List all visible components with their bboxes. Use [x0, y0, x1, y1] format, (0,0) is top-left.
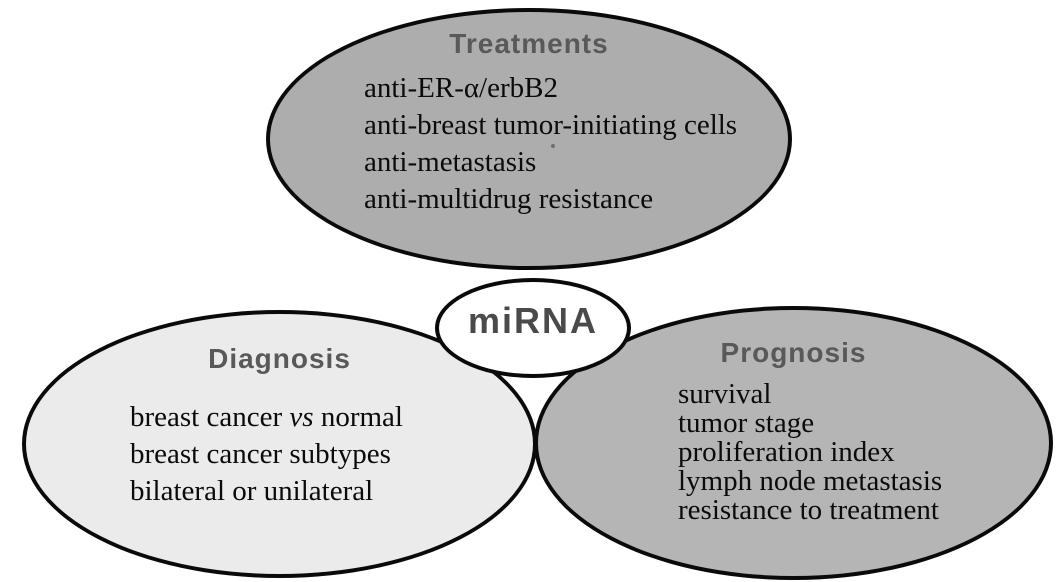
- prognosis-ellipse: Prognosis survival tumor stage prolifera…: [534, 306, 1053, 580]
- mirna-center-ellipse: miRNA: [435, 278, 631, 378]
- diagnosis-ellipse: Diagnosis breast cancer vs normal breast…: [22, 310, 537, 578]
- diagnosis-item-post: normal: [313, 401, 403, 433]
- mirna-label: miRNA: [467, 300, 598, 341]
- diagnosis-item: breast cancer vs normal: [130, 399, 403, 436]
- diagnosis-title: Diagnosis: [208, 343, 351, 374]
- diagnosis-item: bilateral or unilateral: [130, 475, 374, 507]
- treatments-item: anti-multidrug resistance: [364, 183, 654, 215]
- diagnosis-item-vs: vs: [289, 401, 314, 433]
- prognosis-item: survival: [678, 378, 772, 410]
- prognosis-item: lymph node metastasis: [678, 465, 943, 497]
- prognosis-item: resistance to treatment: [678, 494, 939, 526]
- treatments-item: anti-breast tumor-initiating cells: [364, 109, 738, 141]
- treatments-item: anti-ER-α/erbB2: [364, 72, 558, 104]
- treatments-items: anti-ER-α/erbB2 anti-breast tumor-initia…: [364, 70, 737, 218]
- treatments-title: Treatments: [449, 28, 609, 59]
- treatments-item: anti-metastasis: [364, 146, 537, 178]
- prognosis-item: proliferation index: [678, 436, 895, 468]
- treatments-ellipse: Treatments anti-ER-α/erbB2 anti-breast t…: [266, 8, 792, 270]
- prognosis-item: tumor stage: [678, 407, 815, 439]
- diagnosis-items: breast cancer vs normal breast cancer su…: [130, 399, 403, 510]
- prognosis-title: Prognosis: [720, 337, 867, 368]
- prognosis-items: survival tumor stage proliferation index…: [678, 380, 942, 525]
- diagnosis-item-pre: breast cancer: [130, 401, 290, 433]
- diagnosis-item: breast cancer subtypes: [130, 438, 391, 470]
- stray-dot: [551, 144, 555, 148]
